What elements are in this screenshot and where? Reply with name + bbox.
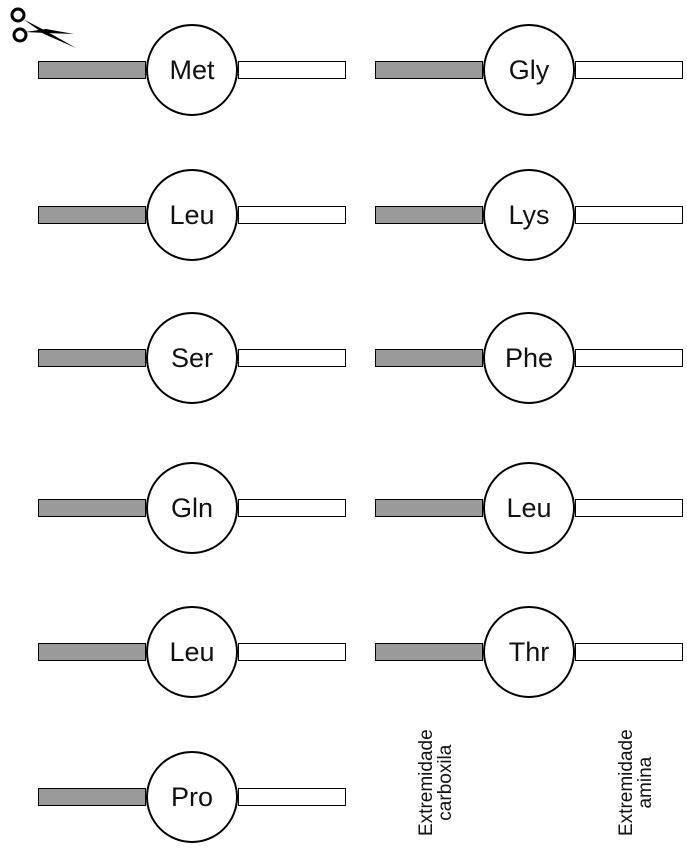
residue-piece-right-3[interactable]: Phe <box>375 306 685 410</box>
residue-piece-right-2[interactable]: Lys <box>375 163 685 267</box>
carboxyl-bar <box>375 499 483 517</box>
carboxyl-bar <box>375 349 483 367</box>
carboxyl-bar <box>38 643 146 661</box>
carboxyl-bar <box>38 788 146 806</box>
residue-piece-left-4[interactable]: Gln <box>38 456 348 560</box>
residue-circle: Met <box>146 24 238 116</box>
carboxyl-bar <box>38 61 146 79</box>
residue-circle: Gln <box>146 462 238 554</box>
residue-circle: Leu <box>146 606 238 698</box>
carboxyl-end-label: Extremidade carboxila <box>416 729 456 836</box>
amine-bar <box>575 643 683 661</box>
amine-bar <box>238 788 346 806</box>
amine-end-label: Extremidade amina <box>616 729 656 836</box>
carboxyl-bar <box>38 206 146 224</box>
carboxyl-bar <box>38 499 146 517</box>
amine-bar <box>575 499 683 517</box>
residue-circle: Lys <box>483 169 575 261</box>
amine-bar <box>575 61 683 79</box>
residue-piece-right-4[interactable]: Leu <box>375 456 685 560</box>
amine-bar <box>575 206 683 224</box>
residue-circle: Leu <box>483 462 575 554</box>
amine-bar <box>238 499 346 517</box>
residue-circle: Phe <box>483 312 575 404</box>
amine-bar <box>238 206 346 224</box>
residue-piece-left-1[interactable]: Met <box>38 18 348 122</box>
residue-circle: Leu <box>146 169 238 261</box>
amine-bar <box>238 643 346 661</box>
residue-circle: Ser <box>146 312 238 404</box>
residue-piece-left-5[interactable]: Leu <box>38 600 348 704</box>
scissors-icon <box>10 7 76 48</box>
residue-circle: Pro <box>146 751 238 843</box>
carboxyl-bar <box>375 206 483 224</box>
residue-piece-left-2[interactable]: Leu <box>38 163 348 267</box>
amine-bar <box>238 349 346 367</box>
residue-piece-left-3[interactable]: Ser <box>38 306 348 410</box>
residue-circle: Gly <box>483 24 575 116</box>
amine-bar <box>575 349 683 367</box>
residue-piece-right-5[interactable]: Thr <box>375 600 685 704</box>
carboxyl-bar <box>375 643 483 661</box>
carboxyl-bar <box>38 349 146 367</box>
residue-piece-left-6[interactable]: Pro <box>38 745 348 849</box>
residue-circle: Thr <box>483 606 575 698</box>
carboxyl-bar <box>375 61 483 79</box>
residue-piece-right-1[interactable]: Gly <box>375 18 685 122</box>
amine-bar <box>238 61 346 79</box>
